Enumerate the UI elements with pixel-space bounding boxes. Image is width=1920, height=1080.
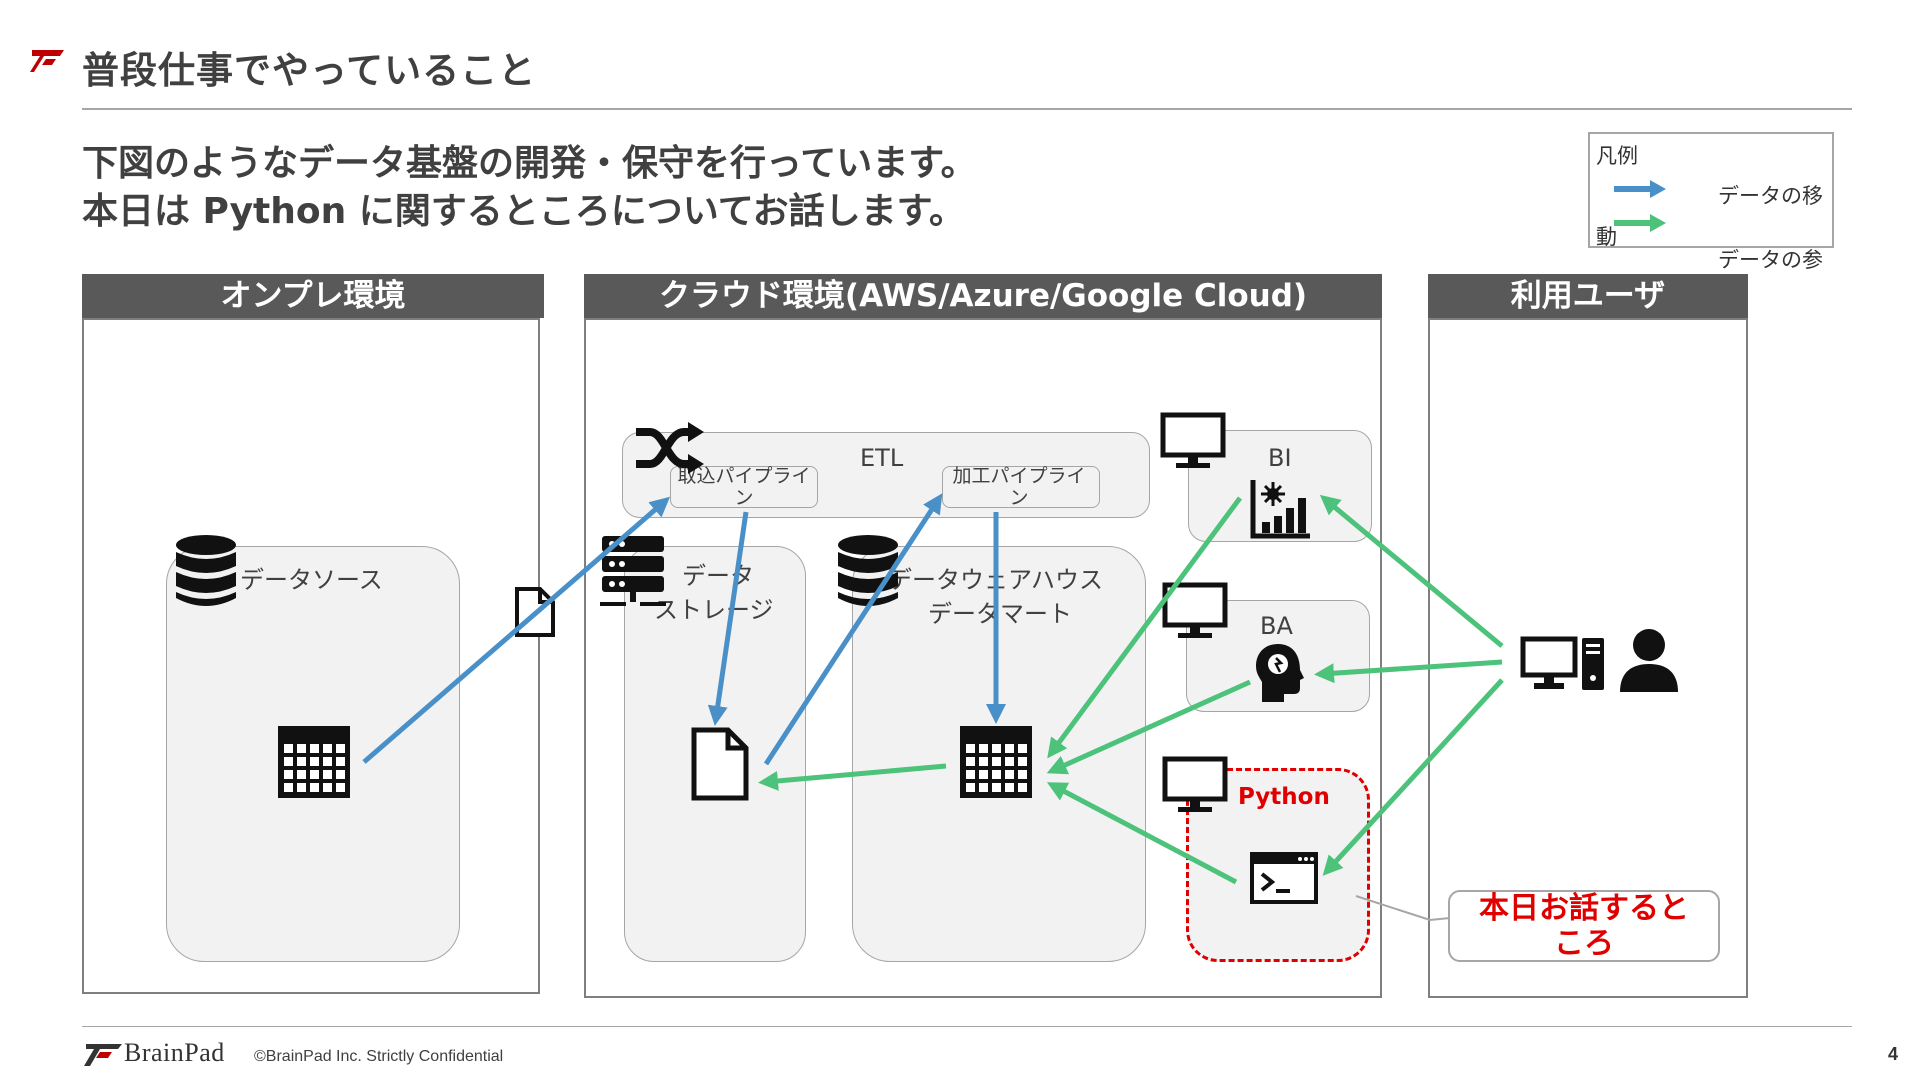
page-title: 普段仕事でやっていること [82,49,537,92]
process-pipeline-box [942,466,1100,508]
move-arrow-source-to-ingest [362,496,671,764]
callout-line-2: ころ [1554,925,1614,961]
ref-arrow-user-to-bi [1319,494,1504,648]
ref-arrow-user-to-ba [1314,659,1503,684]
title-divider [82,108,1852,110]
bi-label: BI [1268,444,1292,472]
ref-arrow-bi-to-dwh [1047,496,1243,759]
data-source-label: データソース [240,566,383,594]
ref-arrow-user-to-python [1322,678,1504,876]
table-grid-icon [278,726,350,798]
ref-arrow-python-to-dwh [1046,782,1238,885]
shuffle-icon [636,422,704,474]
etl-label: ETL [860,444,904,472]
database-icon [176,535,236,606]
callout-box: 本日お話すると ころ [1448,890,1720,962]
process-pipeline-label: 加工パイプライン [952,465,1086,509]
user-icon [1620,629,1678,692]
page-number: 4 [1888,1044,1899,1064]
move-arrow-ingest-to-storage [707,511,749,726]
ref-arrow-ba-to-dwh [1046,679,1252,775]
dwh-label-2: データマート [928,600,1072,628]
brainpad-logo-text: BrainPad [124,1038,225,1067]
monitor-icon-ba [1162,582,1228,638]
move-arrow-storage-to-process [763,493,943,766]
monitor-icon-python [1162,756,1228,812]
python-label: Python [1238,784,1330,810]
intro-line-2: 本日は Python に関するところについてお話します。 [82,191,966,232]
database-icon-dwh [838,535,898,606]
brainpad-slash-icon [30,50,64,72]
legend-ref-arrow [1614,214,1666,232]
callout-line-1: 本日お話すると [1479,891,1689,926]
ba-label: BA [1260,612,1293,640]
monitor-icon-bi [1160,412,1226,468]
section-header-cloud: クラウド環境(AWS/Azure/Google Cloud) [584,274,1382,318]
bar-chart-icon [1250,480,1310,539]
legend-title: 凡例 [1596,144,1638,168]
intro-line-1: 下図のようなデータ基盤の開発・保守を行っています。 [82,143,977,184]
brainpad-logo-mark [84,1044,122,1066]
footer-divider [82,1026,1852,1027]
legend-move-arrow [1614,180,1666,198]
section-header-onprem: オンプレ環境 [82,274,544,318]
file-icon-storage [691,727,749,801]
section-header-users: 利用ユーザ [1428,274,1748,318]
head-bulb-icon [1256,644,1304,702]
footer-copyright: ©BrainPad Inc. Strictly Confidential [254,1048,504,1065]
ref-arrow-dwh-to-storage [758,763,947,791]
ingest-pipeline-label: 取込パイプライン [677,465,811,509]
legend-move-label: データの移動 [1596,184,1823,249]
data-storage-label-2: ストレージ [654,596,774,624]
terminal-icon [1250,852,1318,904]
table-grid-icon-dwh [960,726,1032,798]
callout-pointer [1355,895,1451,922]
ingest-pipeline-box [670,466,818,508]
desktop-computer-icon [1520,636,1604,690]
data-storage-label-1: データ [682,562,754,590]
